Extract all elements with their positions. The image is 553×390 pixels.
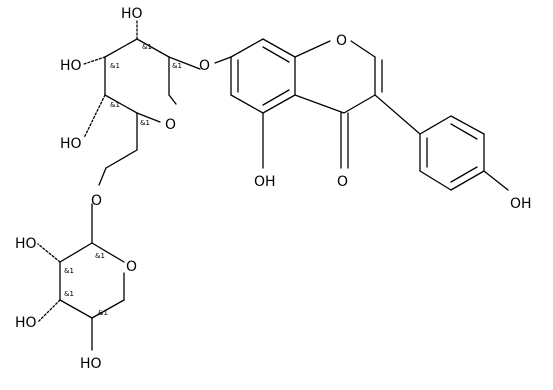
bonds [37, 18, 509, 351]
stereo-label: &1 [140, 119, 150, 127]
hydroxyl-label: HO [60, 136, 82, 152]
hydroxyl-label: HO [15, 236, 37, 252]
oxygen-label: O [126, 259, 137, 275]
atom-labels: HO HO HO O O O O OH OH O HO HO HO O [15, 6, 532, 372]
hydroxyl-label: OH [510, 196, 532, 212]
stereo-label: &1 [110, 101, 120, 109]
stereo-label: &1 [142, 43, 152, 51]
stereo-label: &1 [64, 267, 74, 275]
oxygen-label: O [165, 117, 176, 133]
stereo-label: &1 [98, 309, 108, 317]
stereo-label: &1 [110, 62, 120, 70]
stereo-label: &1 [95, 252, 105, 260]
hydroxyl-label: HO [15, 315, 37, 331]
oxygen-label: O [337, 174, 348, 190]
stereo-labels: &1 &1 &1 &1 &1 &1 &1 &1 &1 [64, 43, 182, 317]
oxygen-label: O [336, 33, 347, 49]
hydroxyl-label: HO [80, 356, 102, 372]
hydroxyl-label: HO [121, 6, 143, 22]
oxygen-label: O [91, 193, 102, 209]
hydroxyl-label: HO [60, 58, 82, 74]
stereo-label: &1 [64, 290, 74, 298]
oxygen-label: O [199, 58, 210, 74]
stereo-label: &1 [172, 62, 182, 70]
hydroxyl-label: OH [254, 174, 276, 190]
